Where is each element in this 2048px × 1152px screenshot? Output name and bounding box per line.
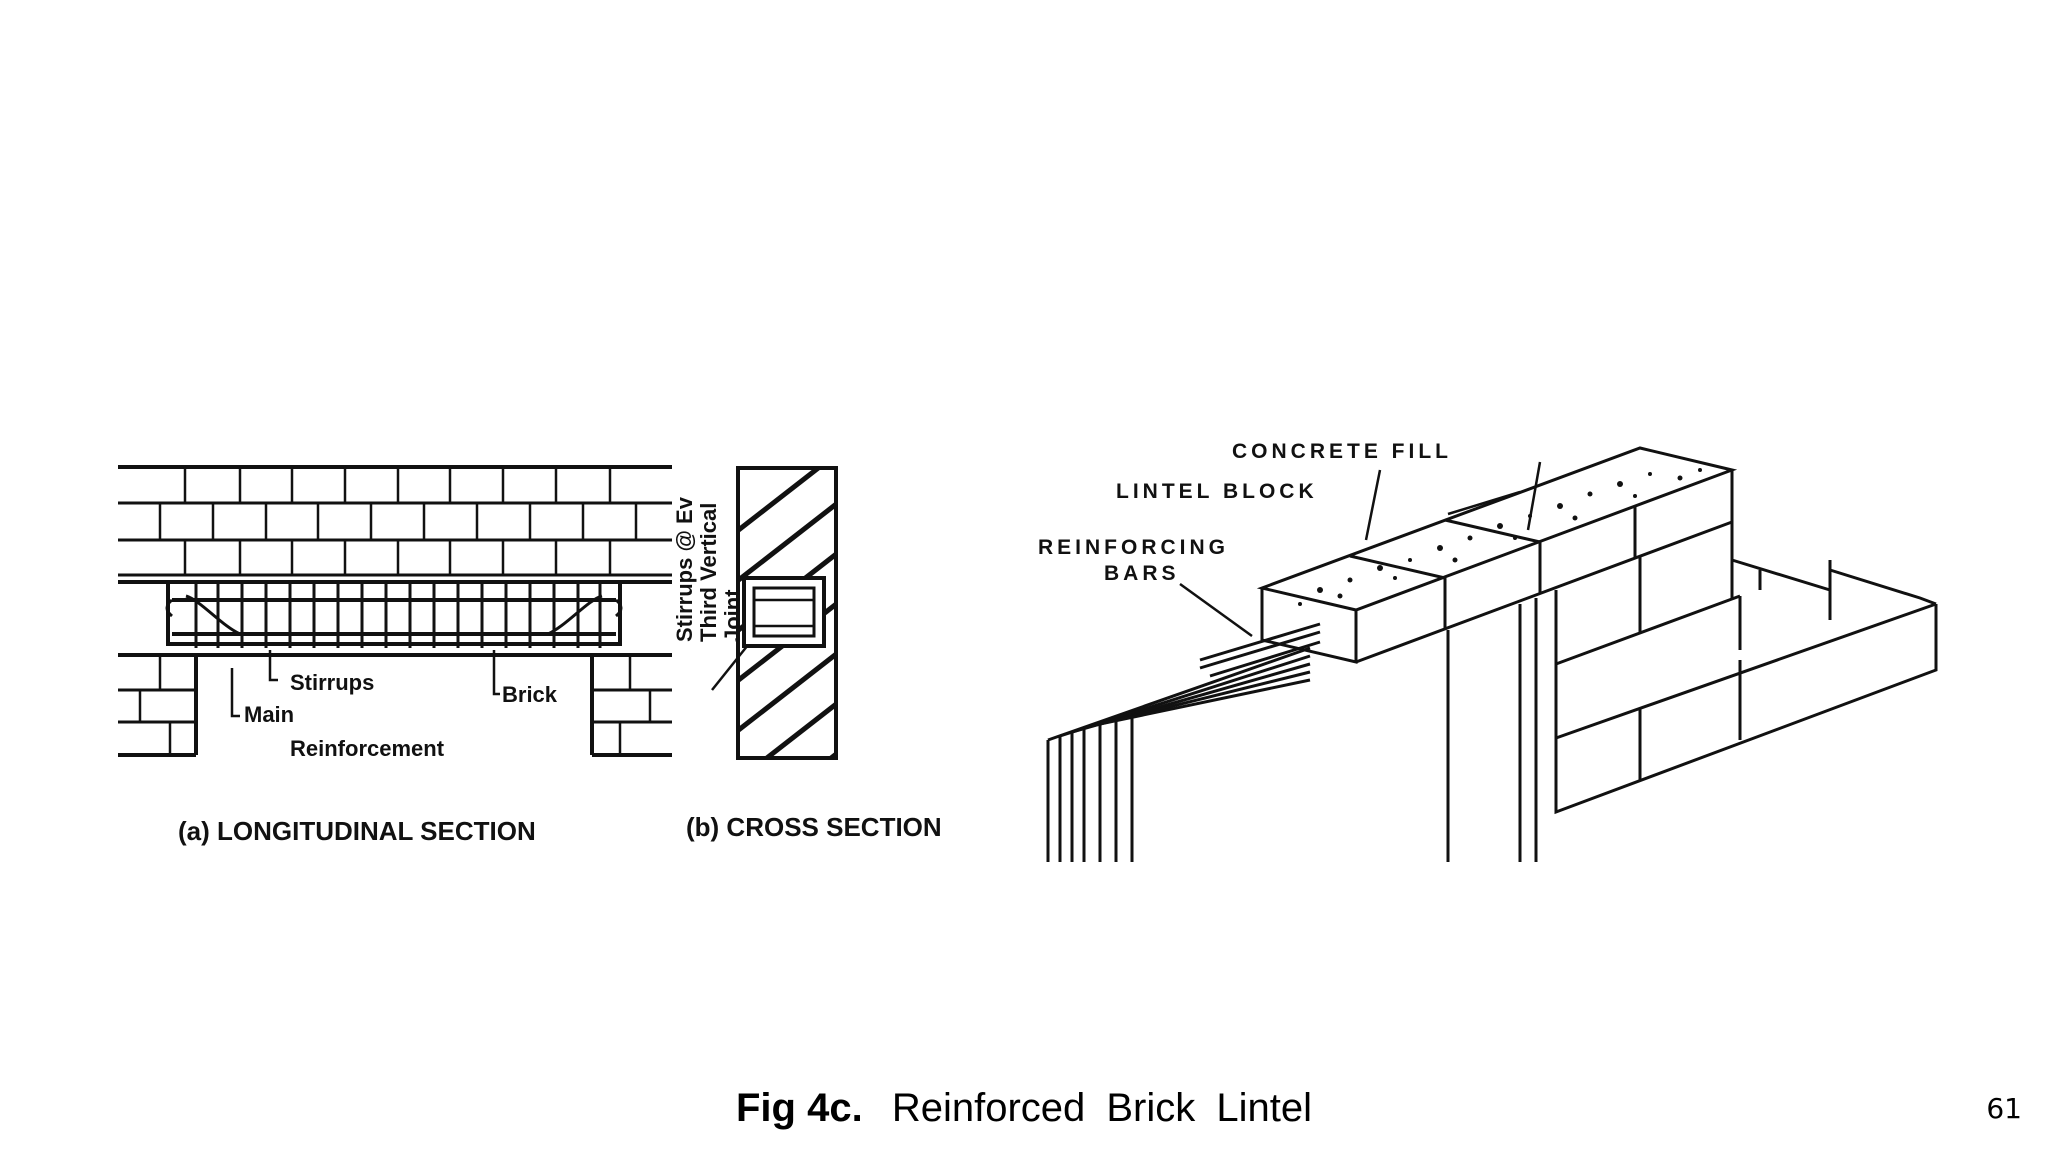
stirrups-label: Stirrups [290, 670, 374, 695]
concrete-fill-label: CONCRETE FILL [1232, 440, 1452, 463]
page-number: 61 [1986, 1092, 2022, 1125]
longitudinal-section-drawing [118, 465, 672, 757]
isometric-lintel-drawing [1046, 446, 1938, 862]
main-reinforcement-label-line1: Main [244, 702, 294, 727]
reinforcing-bars-label-line2: BARS [1104, 562, 1180, 585]
brick-label: Brick [502, 682, 558, 707]
figure-number: Fig 4c. [735, 1086, 863, 1130]
vertical-label-line2: Third Vertical [696, 503, 721, 642]
lintel-block-label: LINTEL BLOCK [1116, 480, 1318, 503]
figure-title: Reinforced Brick Lintel [891, 1086, 1312, 1130]
vertical-annotation: Stirrups @ Ev Third Vertical Joint [672, 496, 753, 691]
figure-caption: Fig 4c. Reinforced Brick Lintel [0, 1086, 2048, 1131]
reinforcing-bars-label-line1: REINFORCING [1038, 536, 1229, 559]
vertical-label-line1: Stirrups @ Ev [672, 496, 697, 642]
longitudinal-section-caption: (a) LONGITUDINAL SECTION [178, 816, 536, 846]
cross-section-drawing [736, 466, 838, 760]
vertical-label-line3: Joint [720, 589, 745, 642]
cross-section-caption: (b) CROSS SECTION [686, 812, 942, 842]
main-reinforcement-label-line2: Reinforcement [290, 736, 445, 761]
